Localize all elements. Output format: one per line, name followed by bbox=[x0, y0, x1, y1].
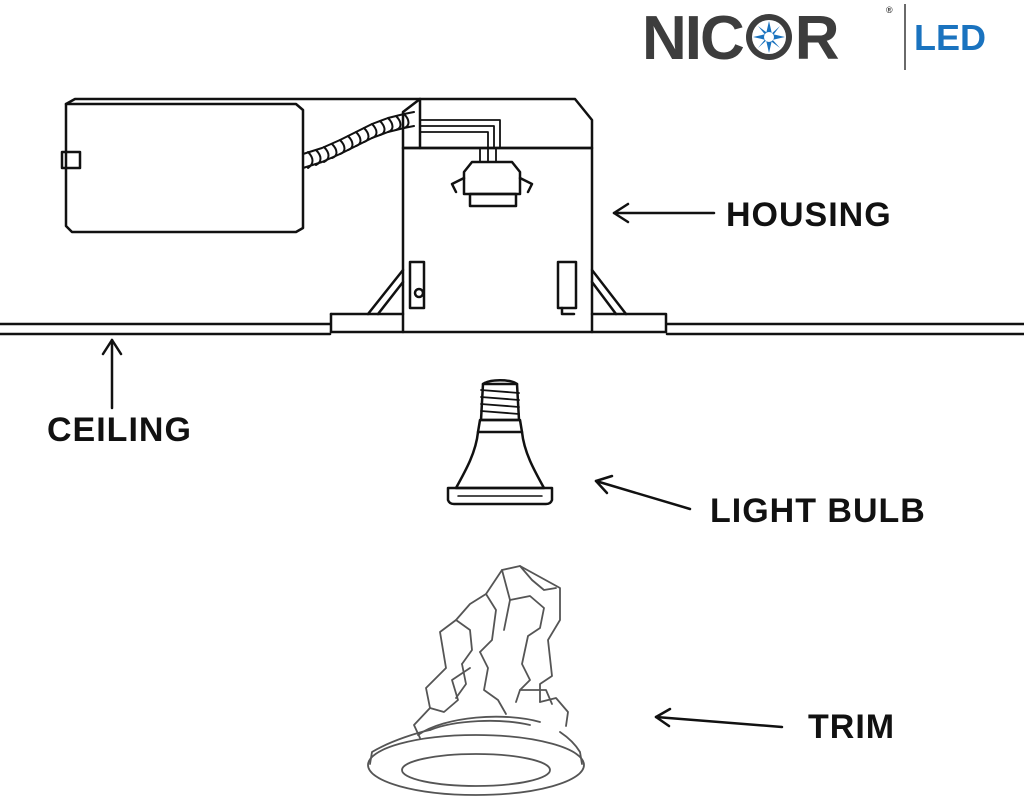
brand-divider bbox=[904, 4, 906, 70]
housing-can bbox=[329, 97, 668, 334]
light-bulb-arrow bbox=[594, 474, 692, 511]
ceiling-label: CEILING bbox=[47, 411, 192, 449]
trim-drawing bbox=[367, 565, 585, 796]
coiled-conduit bbox=[302, 111, 415, 169]
junction-box bbox=[60, 97, 422, 234]
light-bulb-drawing bbox=[446, 379, 554, 506]
ceiling-line bbox=[0, 322, 1024, 336]
light-bulb-label: LIGHT BULB bbox=[710, 492, 926, 530]
ceiling-arrow bbox=[101, 338, 123, 410]
housing-label: HOUSING bbox=[726, 196, 892, 234]
registered-mark: ® bbox=[886, 5, 893, 15]
brand-sub: LED bbox=[914, 17, 986, 58]
starburst-icon bbox=[744, 11, 794, 61]
housing-arrow bbox=[612, 202, 716, 224]
trim-arrow bbox=[654, 707, 784, 729]
trim-label: TRIM bbox=[808, 708, 896, 746]
